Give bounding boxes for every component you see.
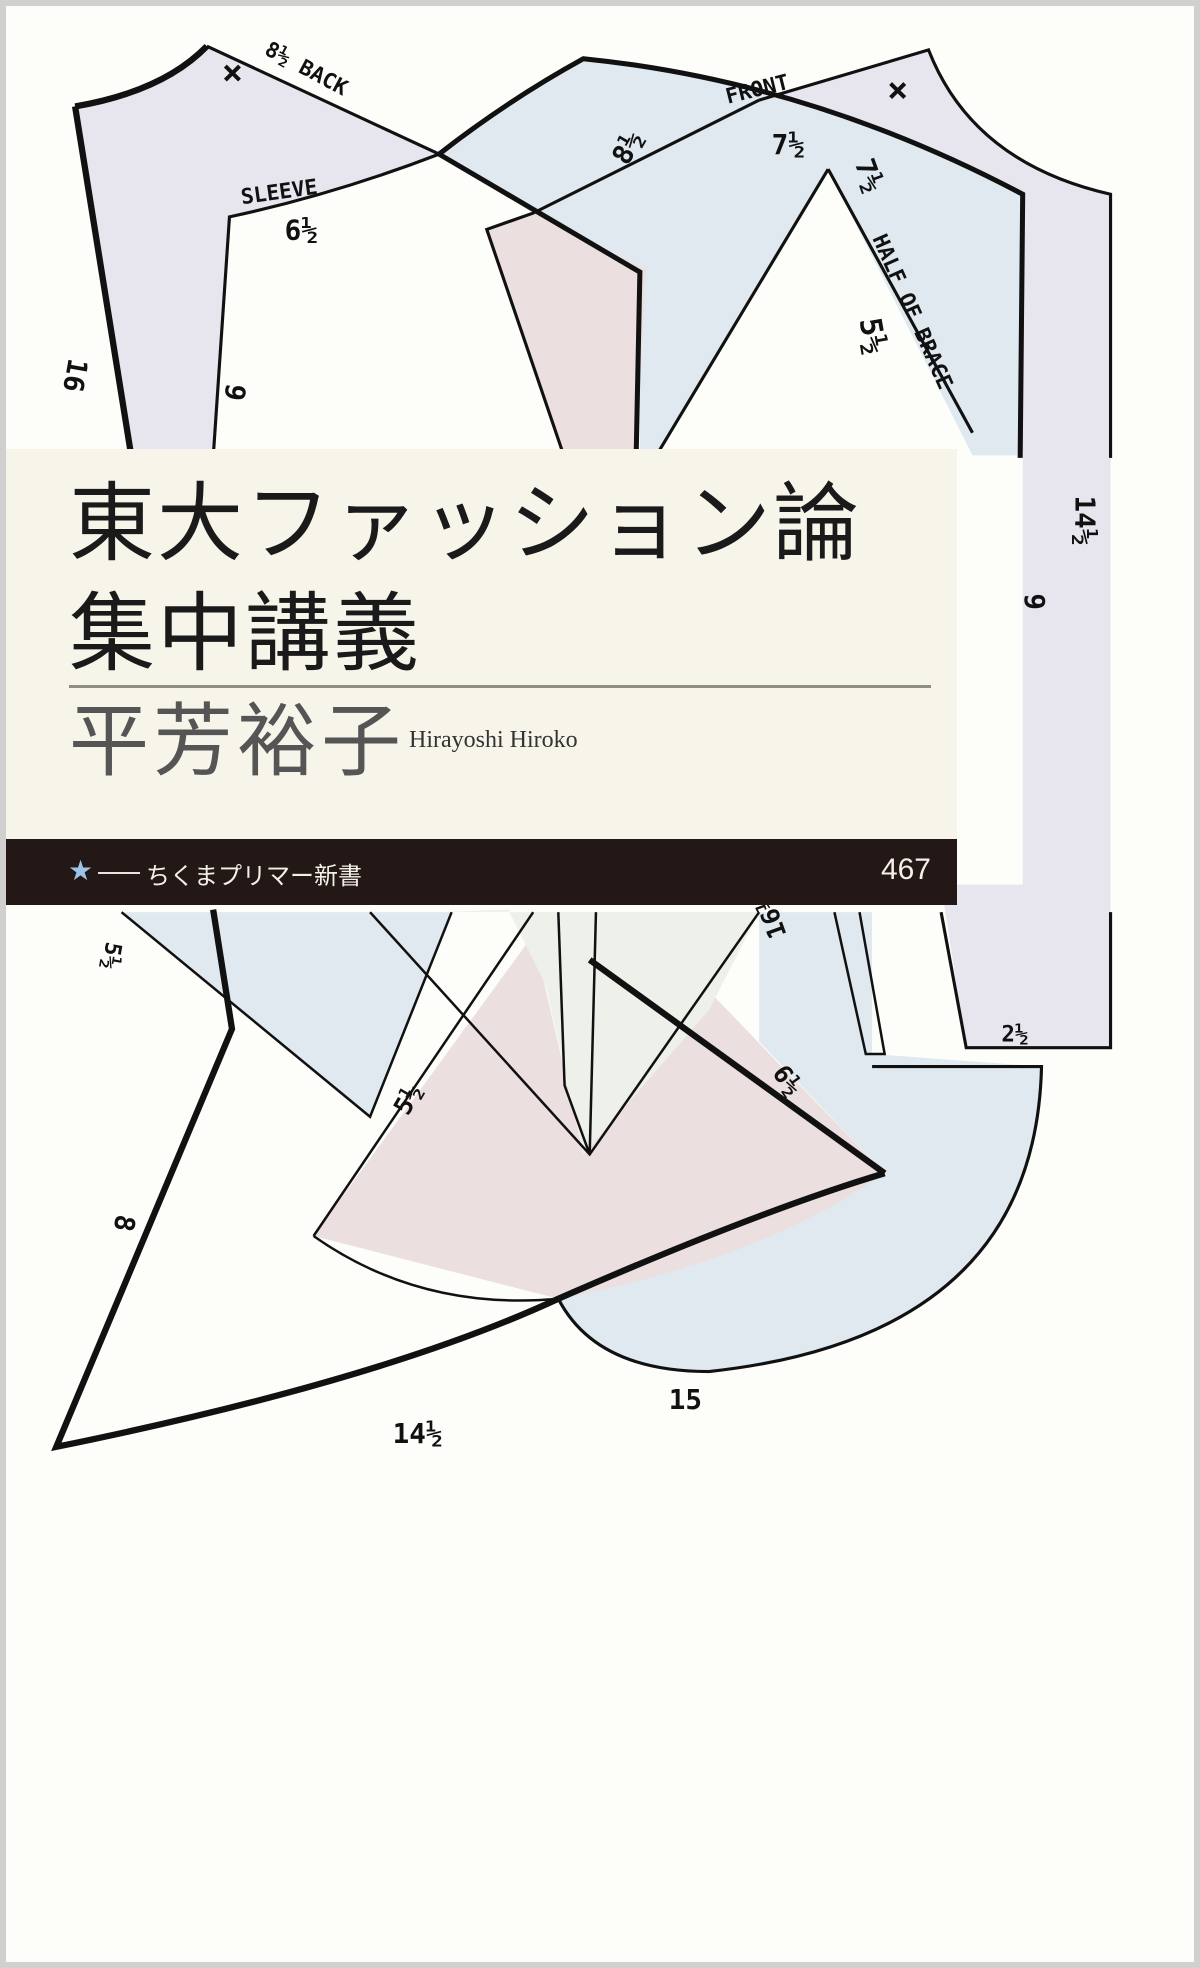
author-name: 平芳裕子 — [69, 695, 405, 788]
label-14half-bottom: 14½ — [393, 1417, 443, 1450]
title-divider — [69, 685, 931, 688]
series-number: 467 — [880, 853, 931, 886]
sleeve-piece — [439, 58, 1023, 483]
label-9-right: 9 — [1018, 593, 1051, 610]
label-8: 8 — [107, 1212, 142, 1234]
series-strip: ★ ちくまプリマー新書 467 — [6, 839, 957, 905]
cross-mark-left: × — [222, 52, 243, 93]
back-piece — [75, 46, 440, 456]
label-brace-5half: 5½ — [852, 315, 893, 357]
label-5half-left: 5½ — [96, 940, 126, 971]
label-14half-right: 14½ — [1068, 495, 1101, 545]
title-band: 東大ファッション論 集中講義 平芳裕子 Hirayoshi Hiroko — [6, 449, 957, 839]
label-7half-a: 7½ — [772, 128, 805, 161]
sewing-pattern-illustration: × × 8½ BACK FRONT SLEEVE 6½ 8½ 7½ 7½ HAL… — [51, 37, 1113, 1452]
pink-piece-upper — [486, 213, 647, 456]
label-sleeve-width: 6½ — [285, 213, 318, 246]
star-icon: ★ — [68, 854, 94, 887]
book-title-line1: 東大ファッション論 — [69, 474, 861, 574]
author-name-roman: Hirayoshi Hiroko — [409, 727, 578, 753]
label-2half: 2½ — [1001, 1021, 1028, 1047]
label-15: 15 — [669, 1383, 702, 1416]
series-name: ちくまプリマー新書 — [146, 862, 362, 890]
series-dash — [98, 872, 140, 874]
blue-piece-lower-left — [121, 912, 452, 1117]
cross-mark-right: × — [887, 69, 908, 110]
label-9-left: 9 — [217, 381, 252, 403]
pink-piece-lower — [313, 934, 885, 1299]
label-16: 16 — [56, 356, 94, 394]
book-title-line2: 集中講義 — [69, 584, 421, 684]
